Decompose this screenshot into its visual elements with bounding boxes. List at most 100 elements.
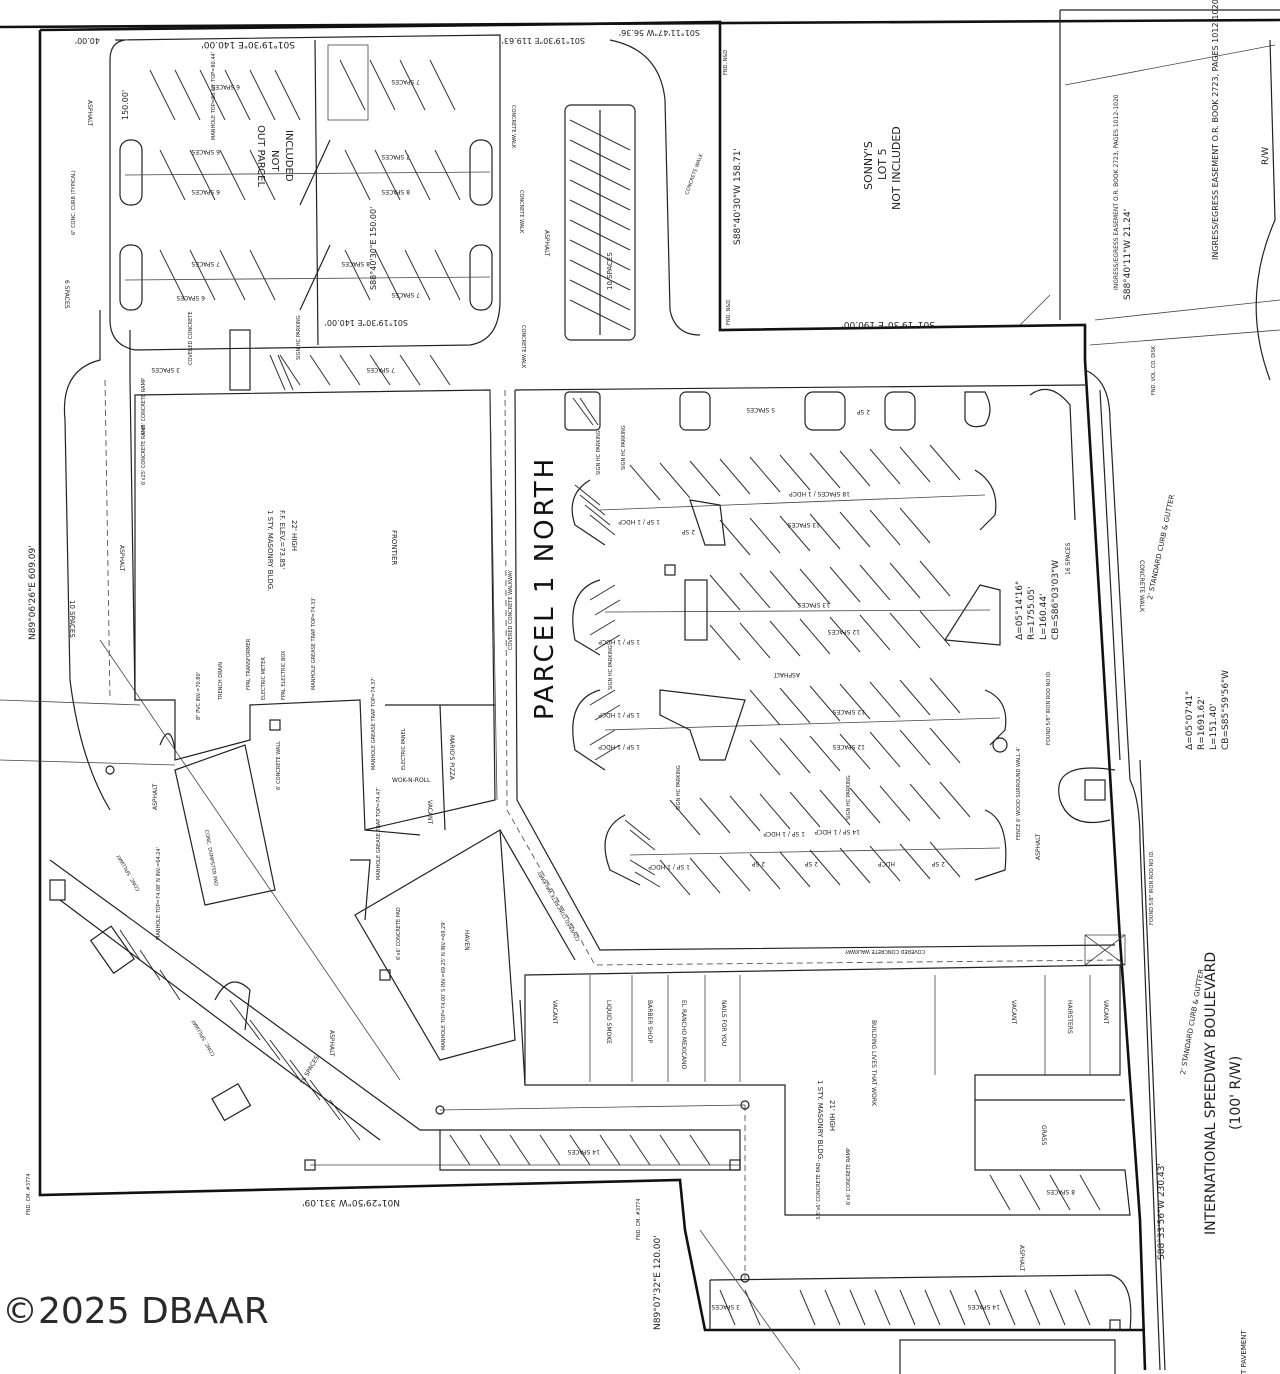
south-building	[524, 964, 1131, 1216]
curve-table-2: Δ=05°07'41" R=1691.62' L=151.40' CB=S85°…	[1185, 670, 1231, 750]
spaces-3-b: 3 SPACES	[711, 1303, 740, 1310]
spaces-7-c: 7 SPACES	[191, 260, 220, 267]
curve-1-delta: Δ=05°14'16"	[1015, 581, 1025, 640]
bearing-ease-dim: S88°40'11"W 21.24'	[1123, 209, 1133, 300]
concrete-ramp-2: 5'x5' CONCRETE RAMP	[141, 378, 147, 435]
sp-hdcp-6: 1 SP / 1 HDCP	[648, 863, 690, 870]
sonnys-lot	[564, 39, 701, 341]
sp-hdcp-3: 1 SP / 1 HDCP	[598, 711, 640, 718]
utility-transformer: FPAL TRANSFORMER	[246, 638, 252, 690]
spaces-6-a: 6 SPACES	[211, 83, 240, 90]
sonnys-line-1: SONNY'S	[862, 141, 875, 190]
tenant-vacant-3: VACANT	[1102, 1000, 1109, 1025]
north-building-labels: 1 STY. MASONRY BLDG. F.F. ELEV.=73.85' 2…	[266, 510, 470, 951]
tenant-vacant-1: VACANT	[551, 1000, 558, 1025]
utility-grease-trap-1: MANHOLE GREASE TRAP TOP=74.33'	[311, 597, 317, 690]
sp-2-a: 2 SP	[856, 408, 870, 415]
bearing-south-west: N01°29'50"W 331.09'	[302, 1197, 400, 1207]
concrete-wall: 6' CONCRETE WALL	[276, 741, 282, 790]
tenant-barber-shop: BARBER SHOP	[646, 1000, 653, 1043]
haven-tenant: HAVEN	[463, 930, 470, 951]
concrete-walk-3: CONCRETE WALK	[520, 325, 526, 369]
utility-labels: 8" PVC INV.=70.80' TRENCH DRAIN FPAL TRA…	[196, 52, 447, 1050]
sign-hc-4: SIGN HC PARKING	[608, 645, 614, 690]
conc-curb-label: 6" CONC. CURB (TYPICAL)	[71, 170, 77, 235]
main-parking-lot	[504, 384, 1121, 966]
road-name: INTERNATIONAL SPEEDWAY BOULEVARD	[1203, 952, 1219, 1235]
concrete-walk-1: CONCRETE WALK	[510, 105, 516, 149]
concrete-ramp-1: 6'x25' CONCRETE RAMP	[141, 425, 147, 485]
sp-hdcp-2: 1 SP / 1 HDCP	[598, 638, 640, 645]
north-bldg-line-2: F.F. ELEV.=73.85'	[278, 510, 286, 569]
space-labels: 6 SPACES 7 SPACES 6 SPACES 7 SPACES 6 SP…	[63, 78, 1075, 1310]
spaces-3-a: 3 SPACES	[151, 366, 180, 373]
utility-grease-trap-2: MANHOLE GREASE TRAP TOP=74.37'	[371, 677, 377, 770]
asphalt-6: ASPHALT	[152, 783, 159, 810]
pavement-label: T PAVEMENT	[1240, 1329, 1248, 1374]
curve-1-radius: R=1755.05'	[1027, 587, 1037, 641]
asphalt-2: ASPHALT	[543, 230, 550, 257]
out-parcel-line-2: NOT	[269, 150, 280, 172]
asphalt-7: ASPHALT	[328, 1030, 335, 1057]
east-road	[1058, 369, 1166, 1371]
tenant-el-rancho: EL RANCHO MEXICANO	[680, 1000, 687, 1070]
parcel-title: PARCEL 1 NORTH	[530, 456, 560, 720]
sign-hc-2: SIGN HC PARKING	[596, 430, 602, 475]
spaces-14-hdcp: 14 SP / 1 HDCP	[814, 828, 860, 835]
curve-2-radius: R=1691.62'	[1197, 697, 1207, 751]
sign-hc-5: SIGN HC PARKING	[676, 765, 682, 810]
bearing-top-mid: S01°19'30"E 119.63'	[502, 36, 585, 45]
sp-2-b: 2 SP	[681, 528, 695, 535]
bearing-east-road: S88°33'56"W 230.43'	[1157, 1163, 1167, 1260]
south-bldg-line-1: 1 STY. MASONRY BLDG.	[816, 1080, 824, 1161]
fnd-cm-1: FND. CM. #3774	[26, 1173, 32, 1215]
conc-ramp-3: 6'x6' CONCRETE RAMP	[846, 1148, 852, 1205]
sp-hdcp-4: 1 SP / 1 HDCP	[598, 743, 640, 750]
easement-1: INGRESS/EGRESS EASEMENT O.R. BOOK 2723, …	[1113, 94, 1120, 290]
spaces-18: 18 SPACES / 1 HDCP	[789, 490, 850, 497]
sp-hdcp-1: 1 SP / 1 HDCP	[618, 518, 660, 525]
spaces-14-b: 14 SPACES	[967, 1303, 1000, 1310]
tenant-nails-for-you: NAILS FOR YOU	[720, 1000, 727, 1046]
curb-label-top: 2' STANDARD CURB & GUTTER	[1146, 494, 1176, 601]
rw-label: R/W	[1261, 147, 1271, 165]
pizza-tenant: MARIO'S PIZZA	[448, 735, 455, 781]
tenant-vacant-2: VACANT	[1010, 1000, 1017, 1025]
north-bldg-line-1: 1 STY. MASONRY BLDG.	[266, 510, 274, 591]
covered-concrete: COVERED CONCRETE	[188, 312, 194, 366]
spaces-8-c: 8 SPACES	[1046, 1188, 1075, 1195]
bearing-sonny-south: S01°19'30"E 190.00'	[841, 319, 935, 329]
south-bldg-line-2: 21' HIGH	[828, 1100, 836, 1131]
conc-pad-2: 3.5'x6' CONCRETE PAD	[816, 1162, 822, 1220]
sonnys-line-2: LOT 5	[876, 148, 889, 180]
sp-2-e: 2 SP	[931, 860, 945, 867]
markers	[105, 329, 1121, 1331]
hc-hatch	[572, 397, 661, 888]
spaces-14-a: 14 SPACES	[567, 1148, 600, 1155]
spaces-7-a: 7 SPACES	[391, 78, 420, 85]
manhole-top-2: MANHOLE TOP=74.08' N INV.=64.24'	[156, 847, 162, 940]
bearing-top-left: S01°19'30"E 140.00'	[201, 39, 295, 49]
north-building	[134, 389, 498, 836]
bearing-west: N89°06'26"E 609.09'	[28, 545, 38, 640]
out-parcel	[109, 34, 501, 386]
curve-2-delta: Δ=05°07'41"	[1185, 691, 1195, 750]
spaces-12-b: 12 SPACES	[832, 708, 865, 715]
bearing-out-west: 150.00'	[121, 90, 130, 120]
spaces-12-c: 12 SPACES	[832, 743, 865, 750]
bearing-top-short: 40.00'	[75, 36, 100, 45]
spaces-10-b: 10 SPACES	[68, 600, 76, 638]
conc-pad-1: 6'x6' CONCRETE PAD	[396, 907, 402, 960]
fnd-nd-2: FND. N&D	[726, 300, 732, 325]
hdcp-a: HDCP	[878, 860, 895, 867]
spaces-6-c: 6 SPACES	[191, 188, 220, 195]
utility-pvc: 8" PVC INV.=70.80'	[196, 672, 202, 720]
south-building-labels: 1 STY. MASONRY BLDG. 21' HIGH BUILDING L…	[551, 1000, 1109, 1161]
spaces-6-b: 6 SPACES	[191, 148, 220, 155]
sp-2-c: 2 SP	[751, 860, 765, 867]
bearing-sonny-west: S88°40'30"W 158.71'	[733, 148, 743, 245]
curve-2-bearing: CB=S85°59'56"W	[1221, 670, 1231, 750]
spaces-7-b: 7 SPACES	[381, 153, 410, 160]
spillway-1: CONC. SPILLWAY	[115, 852, 141, 892]
